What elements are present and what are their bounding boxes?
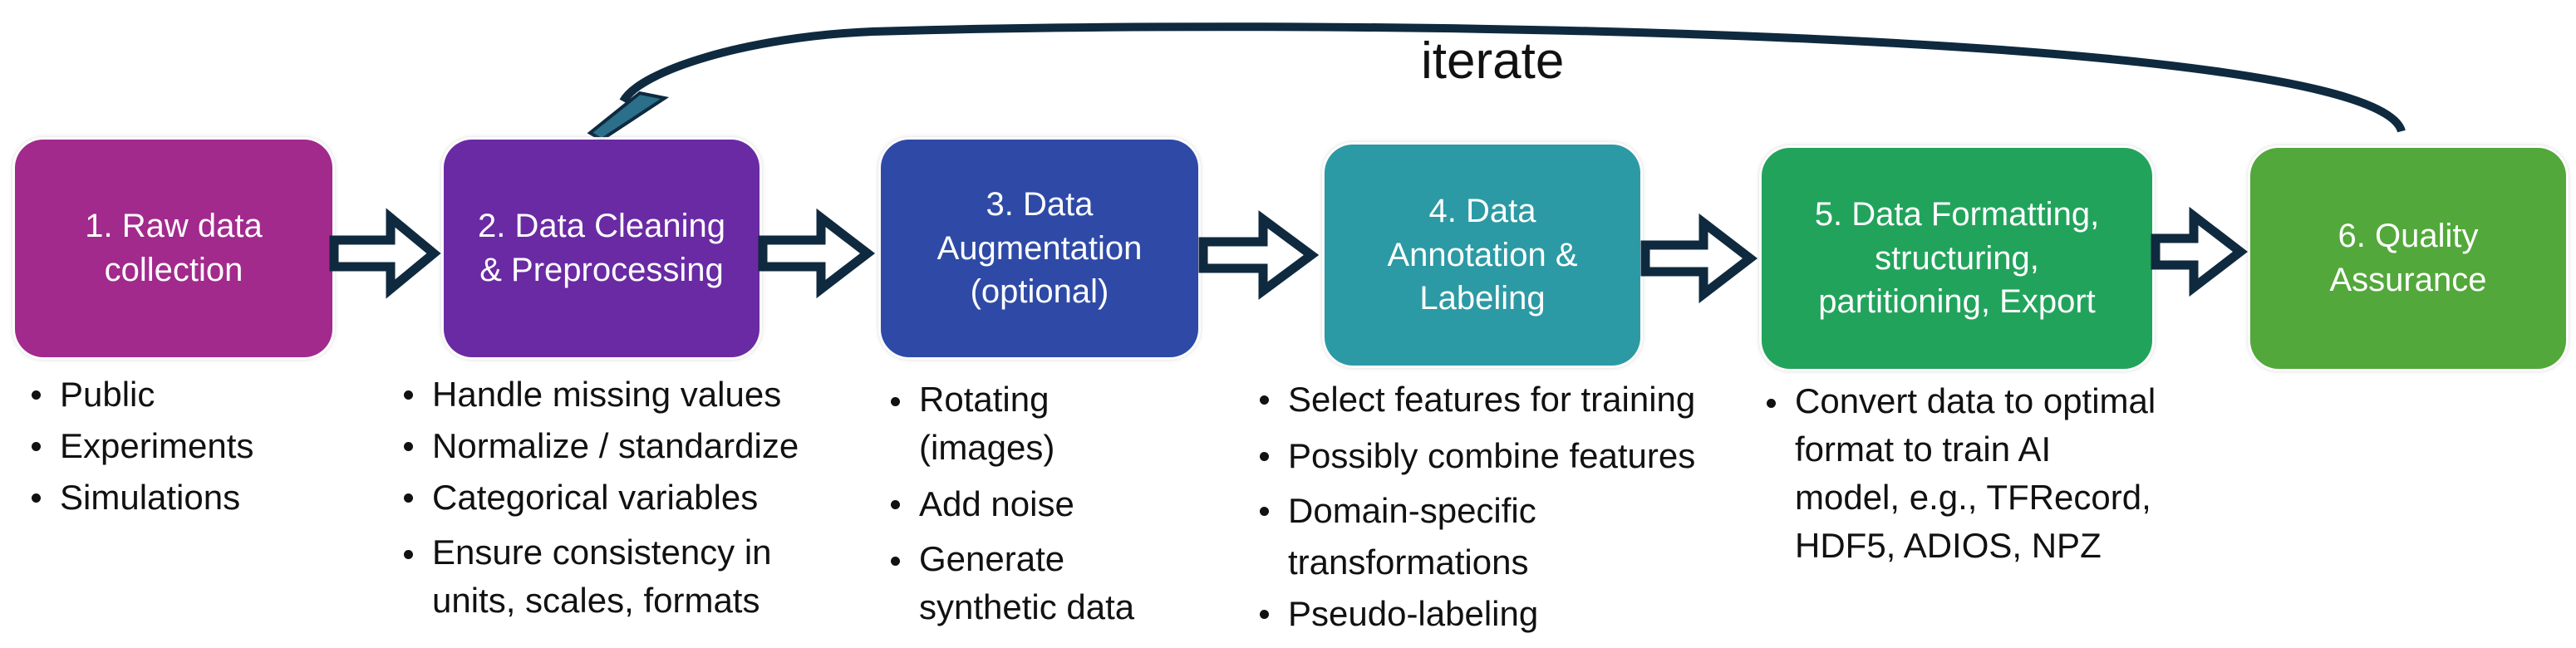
bullet-item: Normalize / standardize — [402, 420, 799, 472]
step-data-annotation-labeling: 4. Data Annotation & Labeling — [1325, 145, 1640, 366]
augmentation-bullets: Rotating (images) Add noise Generate syn… — [889, 376, 1134, 631]
step-label: 1. Raw data collection — [85, 208, 263, 288]
raw-data-bullets: Public Experiments Simulations — [30, 369, 253, 523]
iterate-feedback-arrow — [619, 22, 2406, 133]
bullet-item: Ensure consistency in units, scales, for… — [402, 528, 799, 625]
bullet-item: Categorical variables — [402, 472, 799, 523]
bullet-item: Possibly combine features — [1258, 430, 1695, 482]
flow-arrow-2-3 — [758, 208, 876, 299]
flow-arrow-3-4 — [1198, 210, 1320, 300]
step-label: 4. Data Annotation & Labeling — [1387, 192, 1578, 317]
step-raw-data-collection: 1. Raw data collection — [15, 140, 332, 357]
bullet-item: Simulations — [30, 472, 253, 523]
cleaning-bullets: Handle missing values Normalize / standa… — [402, 369, 799, 625]
step-label: 2. Data Cleaning & Preprocessing — [478, 208, 725, 288]
step-label: 6. Quality Assurance — [2329, 218, 2487, 298]
bullet-item: Rotating (images) — [889, 376, 1134, 472]
step-data-cleaning-preprocessing: 2. Data Cleaning & Preprocessing — [444, 140, 760, 357]
step-quality-assurance: 6. Quality Assurance — [2250, 148, 2566, 369]
bullet-item: Select features for training — [1258, 374, 1695, 425]
iterate-label: iterate — [1421, 32, 1565, 90]
step-data-augmentation: 3. Data Augmentation (optional) — [881, 140, 1198, 357]
flow-arrow-5-6 — [2151, 206, 2249, 297]
bullet-item: Public — [30, 369, 253, 420]
step-label: 3. Data Augmentation (optional) — [937, 185, 1143, 311]
bullet-item: Pseudo-labeling — [1258, 588, 1695, 640]
formatting-bullets: Convert data to optimal format to train … — [1765, 377, 2156, 570]
step-data-formatting-export: 5. Data Formatting, structuring, partiti… — [1762, 148, 2152, 369]
flow-arrow-4-5 — [1640, 213, 1758, 304]
bullet-item: Convert data to optimal format to train … — [1765, 377, 2156, 570]
bullet-item: Handle missing values — [402, 369, 799, 420]
step-label: 5. Data Formatting, structuring, partiti… — [1814, 195, 2100, 321]
iterate-feedback-arrowhead — [587, 91, 670, 142]
annotation-bullets: Select features for training Possibly co… — [1258, 374, 1695, 640]
bullet-item: Experiments — [30, 420, 253, 472]
bullet-item: Add noise — [889, 479, 1134, 530]
bullet-item: Domain-specific transformations — [1258, 485, 1695, 588]
bullet-item: Generate synthetic data — [889, 535, 1134, 631]
flow-arrow-1-2 — [329, 208, 441, 299]
